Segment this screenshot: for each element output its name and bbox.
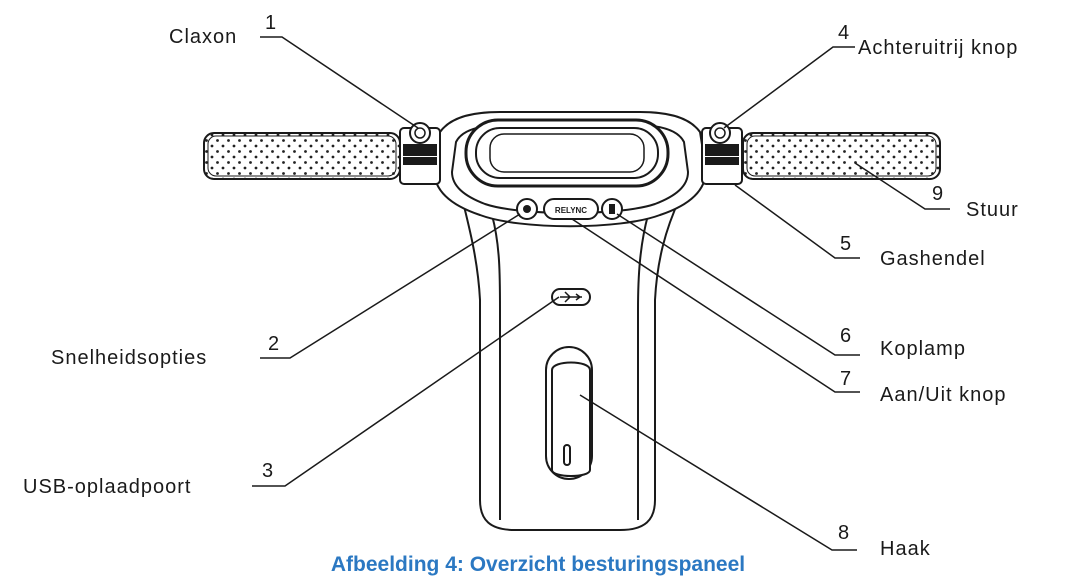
callout-number-9: 9 <box>932 183 944 205</box>
leader-line-2 <box>260 213 521 359</box>
callout-number-7: 7 <box>840 368 852 390</box>
left-grip <box>203 132 401 180</box>
throttle-housing <box>701 127 743 185</box>
callout-number-3: 3 <box>262 460 274 482</box>
display-screen <box>464 118 670 188</box>
label-headlight: Koplamp <box>880 338 966 360</box>
horn-button <box>409 122 431 144</box>
callout-number-5: 5 <box>840 233 852 255</box>
power-button: RELYNC <box>543 198 599 220</box>
leader-line-1 <box>260 36 419 129</box>
label-reverse-button: Achteruitrij knop <box>858 37 1019 59</box>
label-power-button: Aan/Uit knop <box>880 384 1007 406</box>
label-horn: Claxon <box>169 26 238 48</box>
callout-number-6: 6 <box>840 325 852 347</box>
left-grip-housing <box>399 127 441 185</box>
usb-port <box>551 288 591 306</box>
right-grip <box>742 132 941 180</box>
leader-line-4 <box>723 46 855 129</box>
leader-line-6 <box>616 213 860 356</box>
callout-number-4: 4 <box>838 22 850 44</box>
handlebar-stem <box>461 197 681 531</box>
leader-line-9 <box>854 162 950 210</box>
speed-options-button <box>516 198 538 220</box>
hook <box>545 346 593 480</box>
leader-line-3 <box>252 296 560 487</box>
label-handlebar: Stuur <box>966 199 1019 221</box>
label-throttle: Gashendel <box>880 248 986 270</box>
callout-number-1: 1 <box>265 12 277 34</box>
leader-line-5 <box>734 184 860 259</box>
leader-line-7 <box>571 218 860 393</box>
label-speed-options: Snelheidsopties <box>51 347 208 369</box>
leader-line-8 <box>579 394 857 551</box>
callout-number-8: 8 <box>838 522 850 544</box>
callout-number-2: 2 <box>268 333 280 355</box>
label-usb-charging-port: USB-oplaadpoort <box>23 476 192 498</box>
figure-caption: Afbeelding 4: Overzicht besturingspaneel <box>330 553 746 576</box>
leader-lines <box>252 36 950 551</box>
brand-logo: RELYNC <box>555 206 587 215</box>
label-hook: Haak <box>880 538 931 560</box>
